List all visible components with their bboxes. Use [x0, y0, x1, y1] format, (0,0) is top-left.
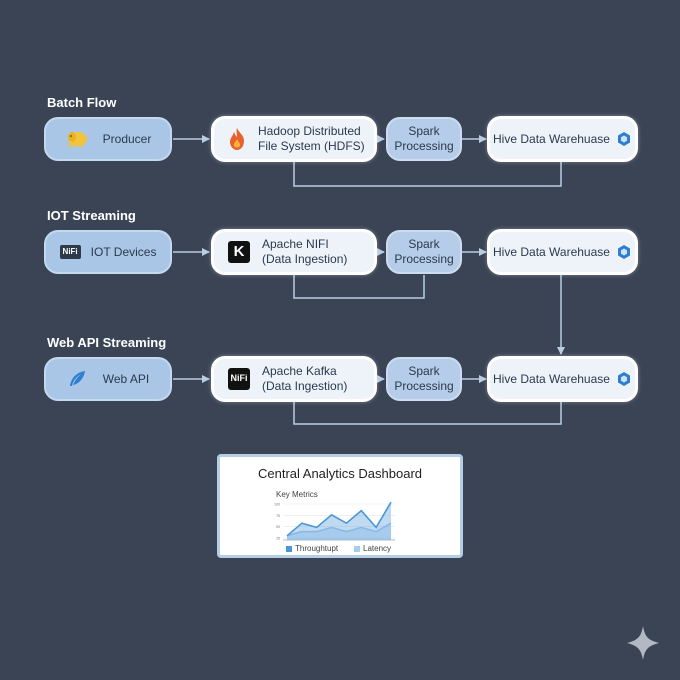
web-api-label: Web API	[102, 371, 150, 386]
hive-hexagon-icon	[616, 131, 632, 147]
y-tick-label: 50	[276, 525, 280, 529]
nifi-k-logo-icon: K	[228, 241, 250, 263]
hive-node-web[interactable]: Hive Data Warehuase	[487, 356, 638, 402]
apache-kafka-node[interactable]: NiFi Apache Kafka (Data Ingestion)	[211, 356, 377, 402]
y-tick-label: 75	[276, 514, 280, 518]
hive-hexagon-icon	[616, 371, 632, 387]
legend-label: Throughtupt	[295, 544, 339, 553]
feather-icon	[67, 369, 87, 389]
loop-iot	[293, 275, 425, 299]
spark-label-line1: Spark	[408, 364, 440, 378]
series-area-0	[287, 502, 391, 540]
series-line-1	[286, 522, 392, 537]
nifi-badge-icon: NiFi	[59, 245, 81, 259]
web-api-streaming-title: Web API Streaming	[47, 335, 167, 350]
legend-swatch	[354, 545, 360, 552]
key-metrics-chart: 100 75 50 25	[274, 501, 395, 541]
y-tick-label: 100	[274, 503, 280, 507]
nifi-label-line2: (Data Ingestion)	[262, 252, 348, 266]
hive-label: Hive Data Warehuase	[493, 371, 610, 386]
batch-flow-title: Batch Flow	[47, 95, 117, 110]
iot-devices-label: IOT Devices	[90, 244, 157, 259]
sparkle-icon	[627, 626, 659, 660]
kafka-label-line1: Apache Kafka	[262, 364, 337, 378]
kafka-label-line2: (Data Ingestion)	[262, 379, 348, 393]
spark-label-line2: Processing	[394, 139, 454, 153]
central-analytics-dashboard[interactable]: Central Analytics Dashboard Key Metrics …	[217, 454, 463, 558]
spark-label-line2: Processing	[394, 252, 454, 266]
nifi-label-line1: Apache NIFI	[262, 237, 329, 251]
legend-swatch	[286, 545, 292, 552]
hdfs-label-line2: File System (HDFS)	[258, 139, 365, 153]
hive-label: Hive Data Warehuase	[493, 131, 610, 146]
spark-label-line2: Processing	[394, 379, 454, 393]
hive-node-batch[interactable]: Hive Data Warehuase	[487, 116, 638, 162]
series-area-1	[287, 523, 391, 540]
hadoop-elephant-icon	[65, 130, 89, 148]
loop-web	[293, 401, 562, 425]
apache-nifi-node[interactable]: K Apache NIFI (Data Ingestion)	[211, 229, 377, 275]
spark-label-line1: Spark	[408, 237, 440, 251]
iot-devices-node[interactable]: NiFi IOT Devices	[44, 230, 172, 274]
spark-processing-node-web[interactable]: Spark Processing	[386, 357, 462, 401]
hive-label: Hive Data Warehuase	[493, 244, 610, 259]
dashboard-title: Central Analytics Dashboard	[257, 466, 423, 481]
chart-title: Key Metrics	[276, 490, 318, 499]
nifi-logo-icon: NiFi	[228, 368, 250, 390]
spark-processing-node-batch[interactable]: Spark Processing	[386, 117, 462, 161]
series-line-0	[286, 501, 392, 537]
hive-node-iot[interactable]: Hive Data Warehuase	[487, 229, 638, 275]
spark-processing-node-iot[interactable]: Spark Processing	[386, 230, 462, 274]
loop-batch	[293, 162, 562, 187]
hdfs-flame-icon	[228, 127, 246, 151]
iot-streaming-title: IOT Streaming	[47, 208, 136, 223]
legend-label: Latency	[363, 544, 392, 553]
hive-hexagon-icon	[616, 244, 632, 260]
spark-label-line1: Spark	[408, 124, 440, 138]
legend-item-latency: Latency	[354, 544, 391, 553]
producer-label: Producer	[102, 131, 152, 146]
hdfs-node[interactable]: Hadoop Distributed File System (HDFS)	[211, 116, 377, 162]
producer-node[interactable]: Producer	[44, 117, 172, 161]
web-api-node[interactable]: Web API	[44, 357, 172, 401]
y-tick-label: 25	[276, 537, 280, 541]
legend-item-throughput: Throughtupt	[286, 544, 338, 553]
hdfs-label-line1: Hadoop Distributed	[258, 124, 361, 138]
